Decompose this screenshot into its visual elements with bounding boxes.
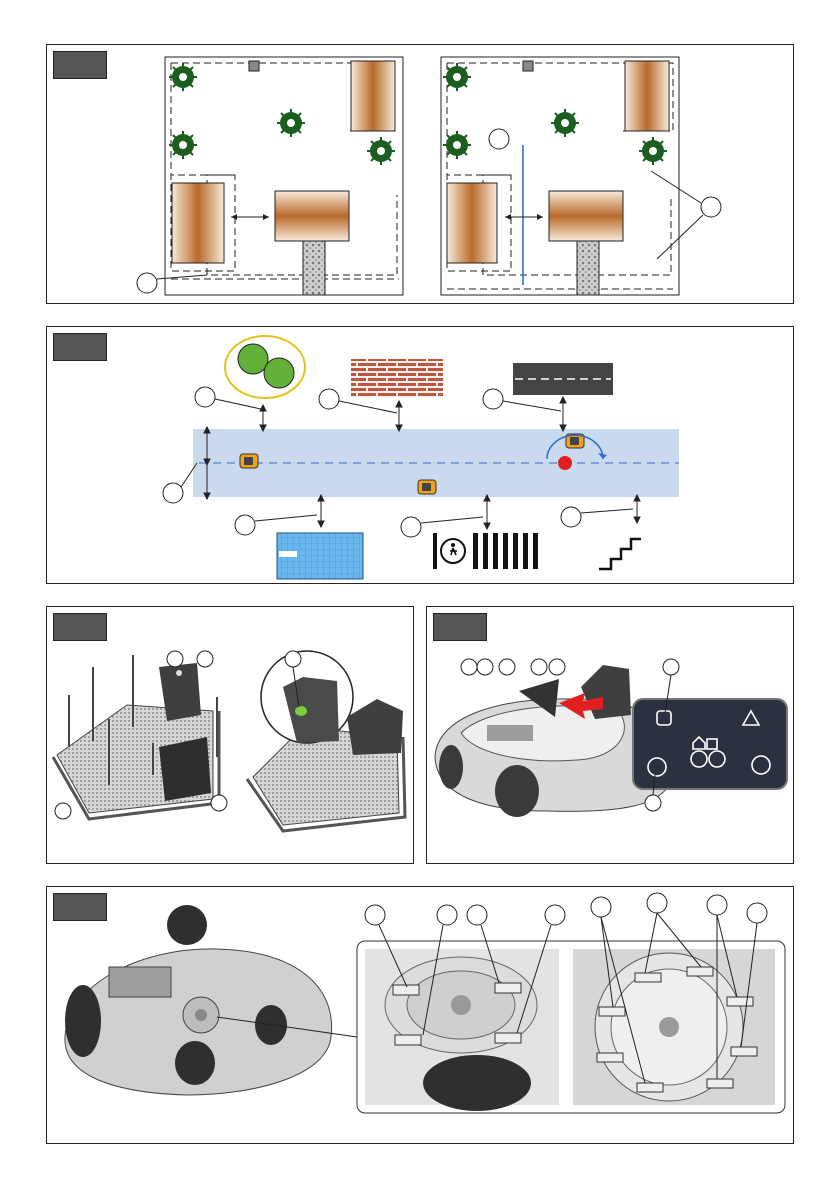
mower-docking-and-control-panel <box>427 607 795 865</box>
mower-icon <box>240 454 258 468</box>
garden-left <box>137 57 403 295</box>
blade-replacement-diagram <box>47 887 795 1145</box>
crosswalk-icon <box>433 533 541 569</box>
brick-wall-icon <box>351 359 443 397</box>
charging-station-assembly <box>47 607 415 865</box>
figure-panel-2 <box>46 326 794 584</box>
mower-icon <box>418 480 436 494</box>
figure-panel-4 <box>426 606 794 864</box>
figure-panel-3 <box>46 606 414 864</box>
boundary-distance-diagram <box>47 327 795 585</box>
figure-panel-5 <box>46 886 794 1144</box>
garden-right <box>441 57 721 295</box>
callout-circle <box>489 129 509 149</box>
stairs-icon <box>599 539 641 569</box>
callout-circle <box>137 273 157 293</box>
garden-layout-diagram <box>47 45 795 305</box>
figure-panel-1 <box>46 44 794 304</box>
callout-circle <box>701 197 721 217</box>
